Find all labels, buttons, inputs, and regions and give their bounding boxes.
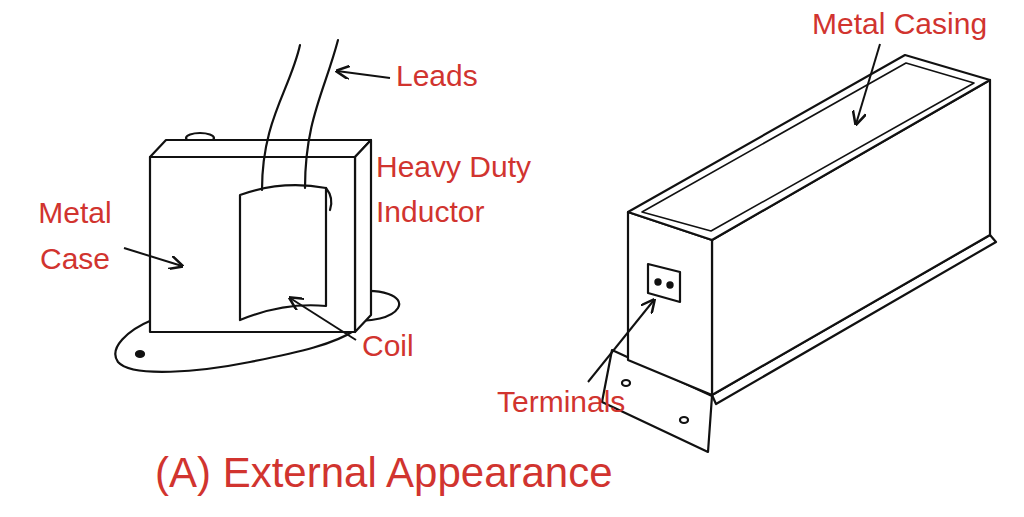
case-label: Metal Case (20, 190, 130, 282)
casing-label: Metal Casing (812, 6, 987, 42)
terminal-block (648, 264, 680, 302)
cased-inductor (602, 55, 996, 452)
leads-label: Leads (396, 58, 478, 94)
inductor-body (115, 40, 399, 372)
coil-label: Coil (362, 328, 414, 364)
terminals-label: Terminals (497, 384, 625, 420)
inductor-label: Heavy Duty Inductor (376, 144, 566, 234)
figure-caption: (A) External Appearance (155, 448, 613, 498)
leader-arrows (124, 44, 880, 382)
